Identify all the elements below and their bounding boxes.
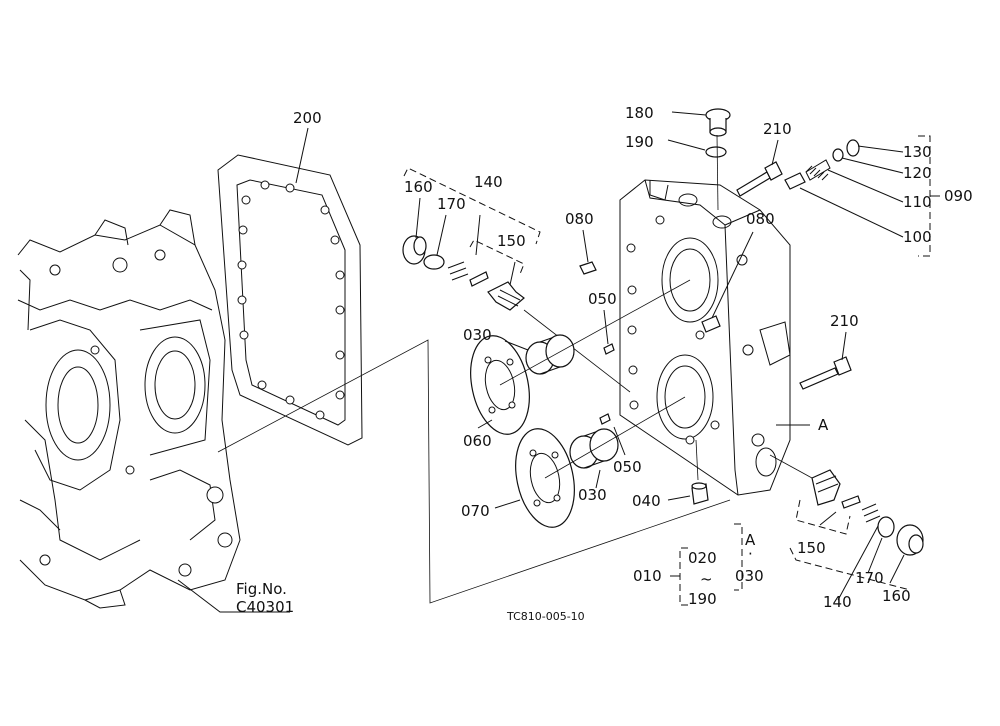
label-180: 180	[625, 104, 654, 122]
valve-group-right	[811, 469, 924, 556]
pin-080-left	[579, 261, 597, 275]
bracket-140-left	[403, 167, 541, 245]
label-060: 060	[463, 432, 492, 450]
plug-040	[691, 482, 709, 505]
label-set-a: A	[745, 531, 756, 549]
label-170-right: 170	[855, 569, 884, 587]
transmission-case	[17, 209, 241, 609]
bolt-210-upper	[736, 161, 783, 197]
label-190: 190	[625, 133, 654, 151]
label-210-upper: 210	[763, 120, 792, 138]
label-140-left: 140	[474, 173, 503, 191]
label-030-upper: 030	[463, 326, 492, 344]
label-050-upper: 050	[588, 290, 617, 308]
label-160-left: 160	[404, 178, 433, 196]
gasket-200	[217, 154, 363, 446]
label-090: 090	[944, 187, 973, 205]
label-030-lower: 030	[578, 486, 607, 504]
label-160-right: 160	[882, 587, 911, 605]
drawing-code: TC810-005-10	[506, 610, 585, 623]
label-110: 110	[903, 193, 932, 211]
label-210-lower: 210	[830, 312, 859, 330]
bushing-030-lower	[569, 428, 619, 469]
relief-valve-upper	[784, 139, 860, 190]
bracket-150-right	[795, 499, 851, 535]
label-100: 100	[903, 228, 932, 246]
set-callout-010	[670, 523, 743, 606]
assembly-line-lower	[217, 339, 731, 604]
o-ring-190	[705, 146, 727, 158]
label-ref-a: A	[818, 416, 829, 434]
plug-180	[705, 108, 731, 137]
pin-050-lower	[599, 413, 611, 425]
label-140-right: 140	[823, 593, 852, 611]
fig-no-leader	[177, 579, 290, 613]
label-set-dot: ·	[748, 545, 753, 563]
bracket-150-left	[469, 239, 525, 275]
pump-body	[619, 179, 791, 496]
label-050-lower: 050	[613, 458, 642, 476]
label-200: 200	[293, 109, 322, 127]
label-020: 020	[688, 549, 717, 567]
label-130: 130	[903, 143, 932, 161]
label-120: 120	[903, 164, 932, 182]
valve-group-left	[402, 235, 525, 311]
fig-no-label: Fig.No.	[236, 580, 287, 598]
label-080-left: 080	[565, 210, 594, 228]
bolt-210-lower	[799, 356, 852, 390]
bushing-030-upper	[525, 334, 575, 375]
label-tilde: ~	[700, 570, 713, 588]
label-150-left: 150	[497, 232, 526, 250]
label-010: 010	[633, 567, 662, 585]
pin-050-upper	[603, 343, 615, 355]
label-040: 040	[632, 492, 661, 510]
pin-080-right	[701, 315, 721, 333]
label-170-left: 170	[437, 195, 466, 213]
label-070: 070	[461, 502, 490, 520]
label-150-right: 150	[797, 539, 826, 557]
label-030-set: 030	[735, 567, 764, 585]
fig-no-value: C40301	[236, 598, 294, 616]
label-190-set: 190	[688, 590, 717, 608]
label-080-right: 080	[746, 210, 775, 228]
bracket-140-right	[789, 547, 911, 591]
